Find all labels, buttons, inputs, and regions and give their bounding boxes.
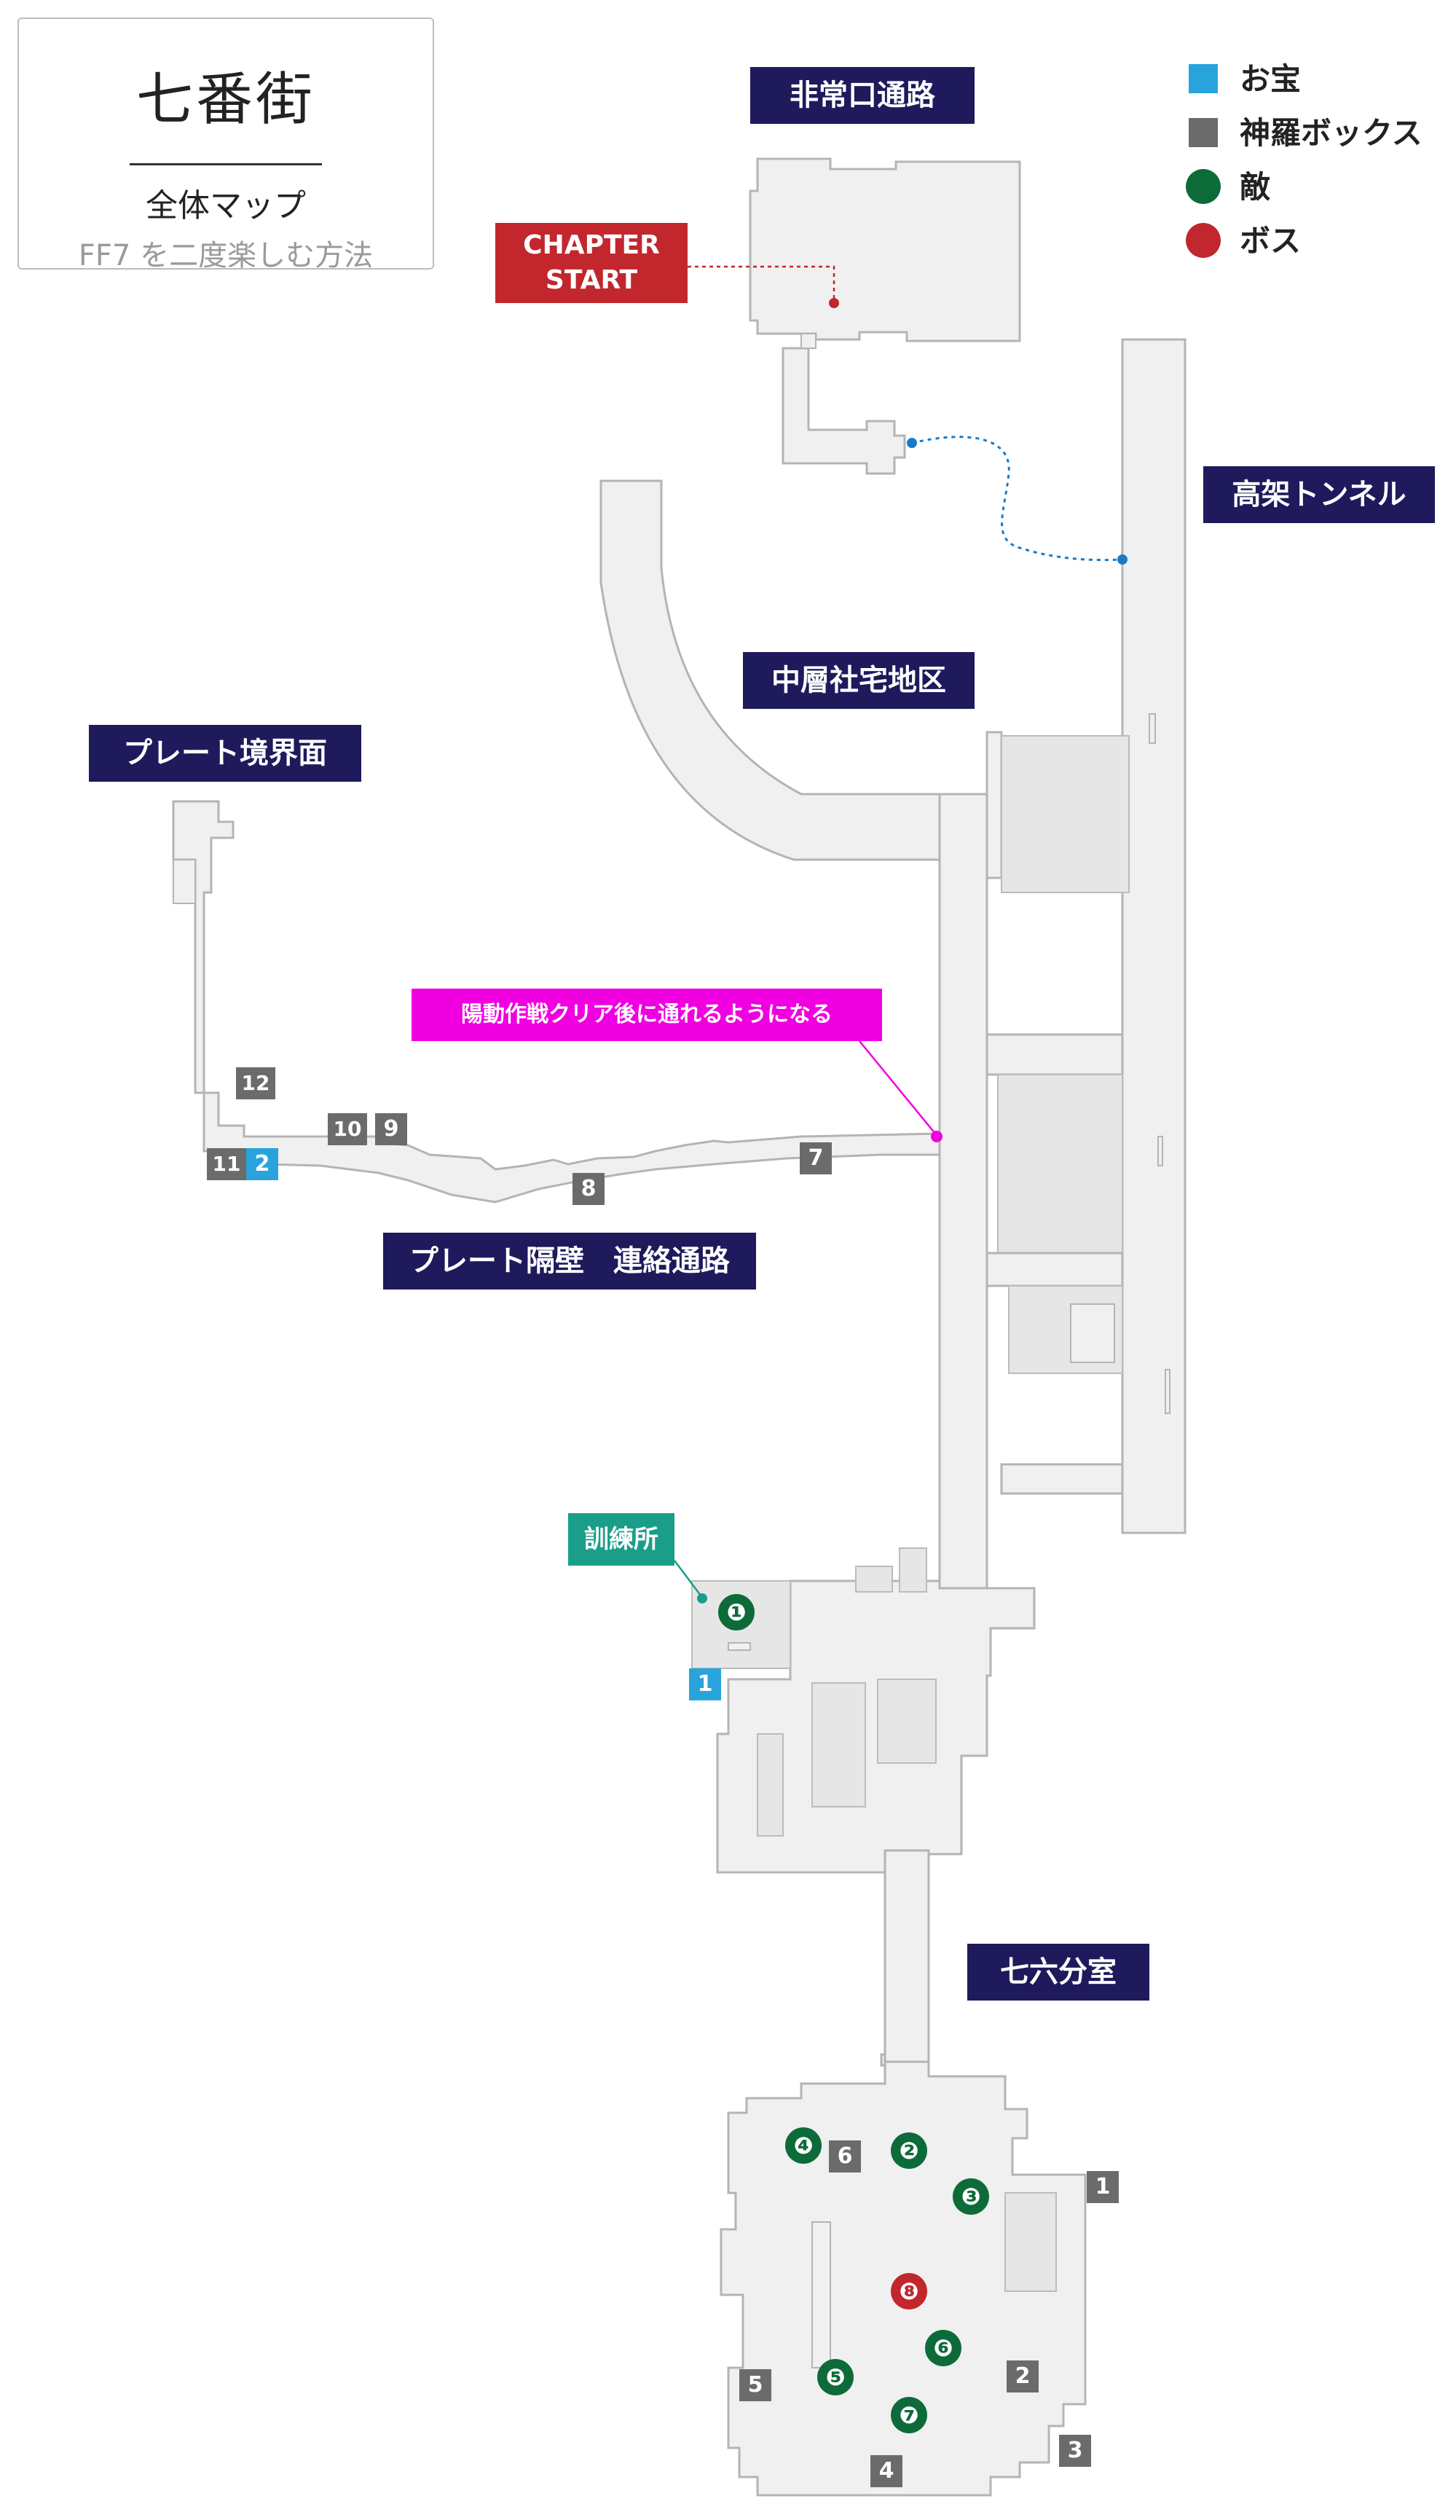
shinra-box-6: 6	[829, 2140, 861, 2172]
site-name: FF7 を二度楽しむ方法	[78, 239, 374, 272]
shinra-box-4: 4	[870, 2455, 902, 2487]
legend-boss-label: ボス	[1240, 223, 1302, 259]
enemy-3: ❸	[953, 2178, 989, 2215]
route-start-dot	[907, 438, 917, 448]
area-label-plate-wall: プレート隔壁 連絡通路	[383, 1233, 756, 1290]
chapter-start-line2: START	[545, 265, 638, 295]
enemy-6: ❻	[925, 2330, 961, 2366]
legend-treasure-label: お宝	[1240, 61, 1302, 97]
shinra-box-3: 3	[1059, 2435, 1091, 2467]
chapter-start-label: CHAPTER START	[495, 223, 688, 303]
training-note: 訓練所	[568, 1513, 674, 1566]
area-label-tunnel: 高架トンネル	[1203, 466, 1435, 523]
shinra-box-1: 1	[1087, 2171, 1119, 2203]
treasure-1: 1	[689, 1668, 721, 1700]
enemy-5: ❺	[817, 2359, 854, 2395]
dotted-route	[911, 436, 1122, 562]
area-label-residential: 中層社宅地区	[743, 652, 975, 709]
diversion-note: 陽動作戦クリア後に通れるようになる	[412, 989, 882, 1041]
boss-swatch-icon	[1186, 223, 1221, 258]
chapter-start-line1: CHAPTER	[523, 230, 660, 260]
diversion-dot	[931, 1131, 943, 1142]
training-dot	[697, 1593, 707, 1604]
chapter-start-leader	[688, 265, 835, 303]
area-label-sector-76: 七六分室	[967, 1944, 1149, 2001]
route-end-dot	[1117, 554, 1128, 565]
elevated-tunnel-area	[1121, 338, 1187, 1534]
shinra-box-2: 2	[1007, 2360, 1039, 2393]
title-divider	[130, 163, 322, 165]
enemy-swatch-icon	[1186, 169, 1221, 204]
title-card: 七番街 全体マップ FF7 を二度楽しむ方法	[17, 17, 434, 272]
treasure-2: 2	[246, 1148, 278, 1180]
treasure-swatch-icon	[1189, 64, 1218, 93]
enemy-4: ❹	[785, 2127, 822, 2164]
chapter-start-dot	[829, 298, 839, 308]
legend-enemy-label: 敵	[1240, 169, 1271, 205]
shinra-box-7: 7	[800, 1142, 832, 1174]
page-title: 七番街	[135, 67, 315, 133]
enemy-1: ❶	[718, 1594, 755, 1630]
emergency-exit-area	[749, 157, 1021, 475]
boss-8: ❽	[891, 2273, 927, 2309]
legend-shinra-box-label: 神羅ボックス	[1240, 115, 1422, 151]
shinra-box-11: 11	[207, 1148, 246, 1180]
enemy-2: ❷	[891, 2132, 927, 2169]
shinra-box-8: 8	[572, 1173, 605, 1205]
shinra-box-5: 5	[739, 2369, 771, 2401]
shinra-box-10: 10	[328, 1113, 367, 1145]
shinra-box-12: 12	[236, 1067, 275, 1099]
page-subtitle: 全体マップ	[146, 187, 306, 224]
shinra-box-swatch-icon	[1189, 118, 1218, 147]
enemy-7: ❼	[891, 2397, 927, 2433]
shinra-box-9: 9	[375, 1113, 407, 1145]
area-label-plate-boundary: プレート境界面	[89, 725, 361, 782]
training-leader	[674, 1560, 701, 1596]
area-label-emergency: 非常口通路	[750, 67, 975, 124]
diversion-leader	[859, 1040, 936, 1134]
